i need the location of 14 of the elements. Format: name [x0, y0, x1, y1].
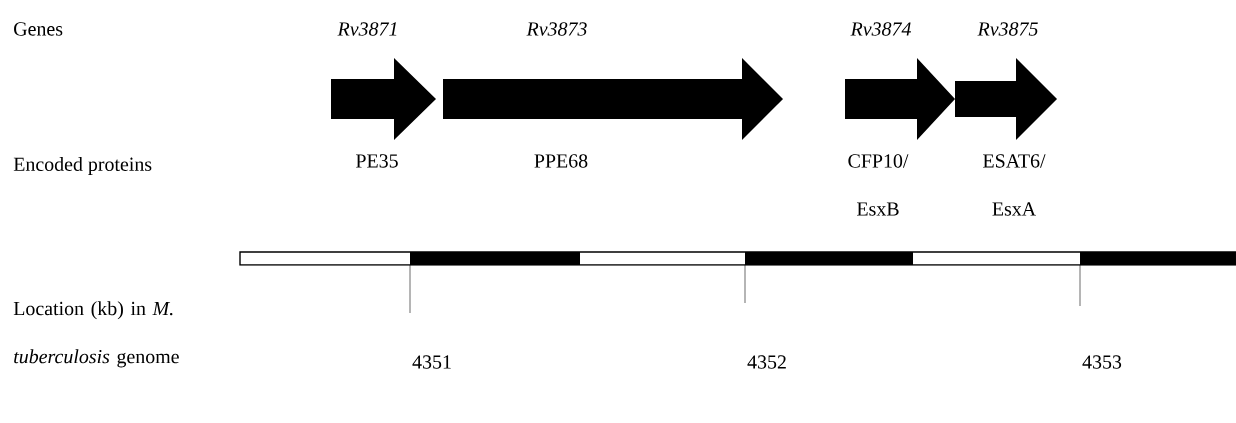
- protein-name: PE35: [356, 154, 398, 168]
- protein-name: PPE68: [534, 154, 588, 168]
- protein-name: ESAT6/ EsxA: [983, 154, 1046, 216]
- gene-name: Rv3871: [337, 22, 397, 36]
- gene-name: Rv3875: [977, 22, 1038, 36]
- row-label: Encoded proteins: [13, 157, 152, 176]
- axis-title: Location (kb) in M. tuberculosis genome: [13, 301, 179, 368]
- gene-name: Rv3874: [850, 22, 911, 36]
- gene-name: Rv3873: [526, 22, 587, 36]
- tick-label: 4351: [412, 355, 451, 369]
- tick-label: 4353: [1082, 355, 1122, 369]
- tick-label: 4352: [747, 355, 786, 369]
- protein-name: CFP10/ EsxB: [848, 154, 909, 216]
- row-label: Genes: [14, 22, 63, 36]
